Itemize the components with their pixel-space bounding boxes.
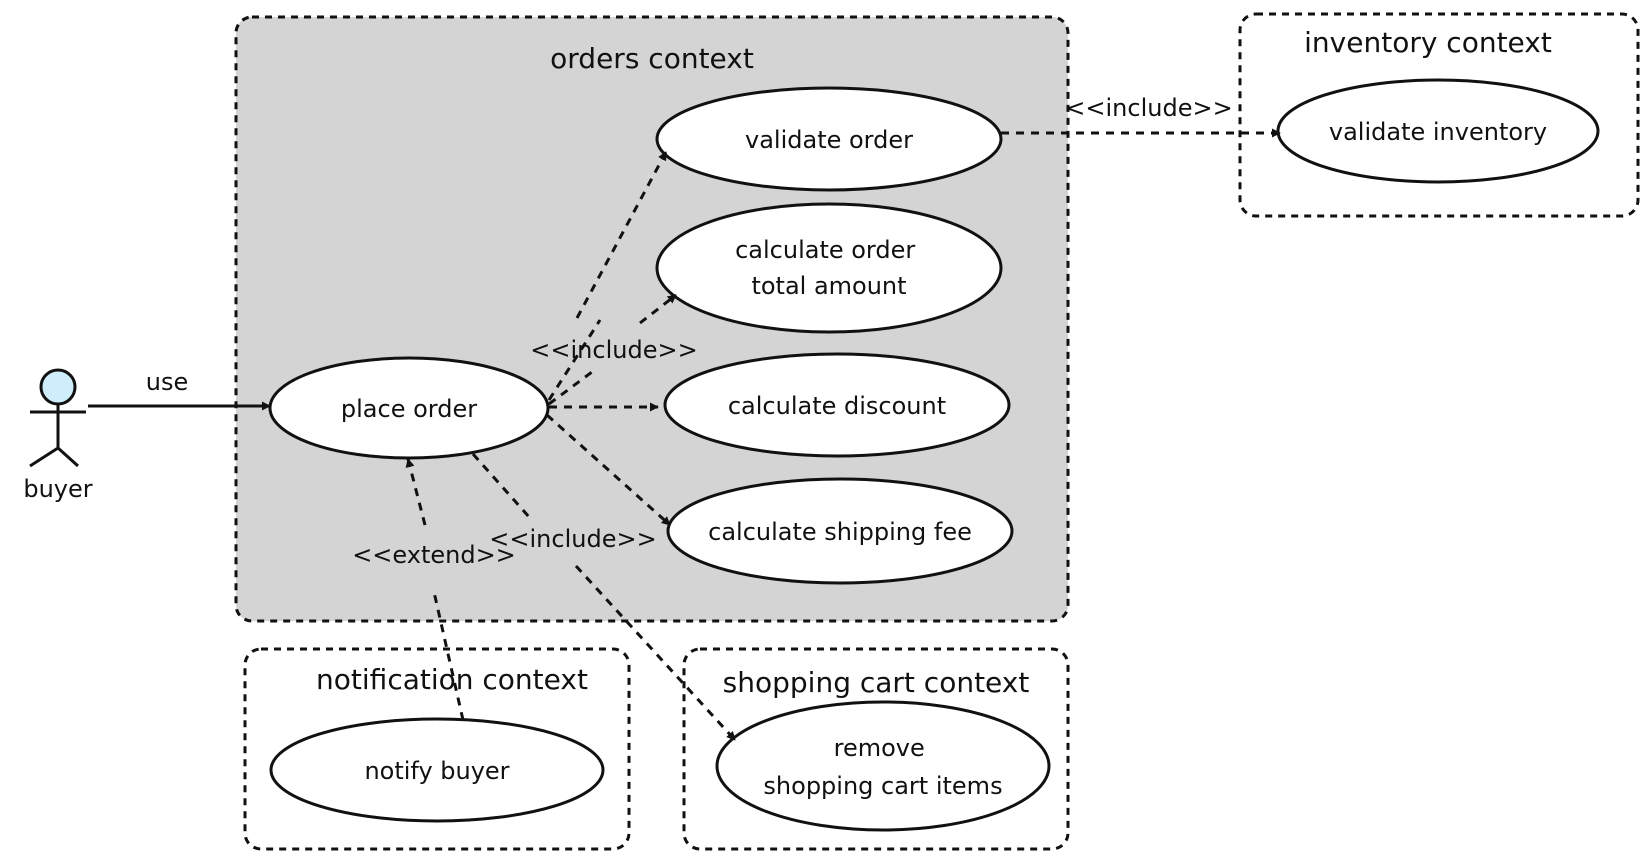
include-shipping-arrow bbox=[546, 413, 671, 527]
use-case-remove-cart-items bbox=[715, 700, 1051, 832]
extend-label: <<extend>> bbox=[352, 541, 516, 569]
use-case-validate-order bbox=[655, 86, 1003, 192]
use-case-validate-order-label: validate order bbox=[745, 126, 913, 154]
use-case-calculate-total-label: calculate order total amount bbox=[735, 236, 923, 300]
actor-left-leg bbox=[29, 446, 59, 468]
use-case-calculate-discount-label: calculate discount bbox=[728, 392, 946, 420]
notification-context-title: notification context bbox=[316, 663, 588, 696]
use-case-notify-buyer-label: notify buyer bbox=[364, 757, 509, 785]
include-inventory-label: <<include>> bbox=[1065, 94, 1232, 122]
include-orders-label: <<include>> bbox=[530, 336, 697, 364]
use-case-calculate-discount bbox=[663, 352, 1011, 458]
use-case-remove-cart-items-label: remove shopping cart items bbox=[763, 734, 1002, 800]
shopping-cart-context-box bbox=[682, 647, 1070, 851]
include-cart-arrow bbox=[574, 564, 737, 742]
use-case-calculate-total bbox=[655, 202, 1003, 334]
use-case-validate-inventory-label: validate inventory bbox=[1329, 118, 1547, 146]
include-validate-order-line bbox=[547, 319, 602, 401]
include-cart-label: <<include>> bbox=[489, 525, 656, 553]
include-validate-order-arrow bbox=[575, 151, 668, 319]
inventory-context-title: inventory context bbox=[1304, 26, 1552, 59]
extend-lower-line bbox=[432, 591, 465, 721]
notification-context-box bbox=[243, 647, 631, 851]
actor-right-leg bbox=[56, 446, 80, 468]
actor-label: buyer bbox=[23, 475, 92, 503]
actor-head bbox=[39, 368, 77, 406]
use-case-calculate-shipping-label: calculate shipping fee bbox=[708, 518, 972, 546]
extend-upper-arrow bbox=[405, 458, 427, 526]
inventory-context-box bbox=[1238, 12, 1640, 218]
orders-context-title: orders context bbox=[550, 42, 754, 75]
use-association-label: use bbox=[146, 368, 188, 396]
buyer-actor: buyer bbox=[23, 368, 93, 503]
shopping-cart-context-title: shopping cart context bbox=[723, 666, 1030, 699]
use-case-calculate-shipping bbox=[666, 477, 1014, 585]
use-case-notify-buyer bbox=[269, 717, 605, 823]
use-case-place-order-label: place order bbox=[341, 395, 477, 423]
include-total-arrow bbox=[639, 293, 677, 325]
